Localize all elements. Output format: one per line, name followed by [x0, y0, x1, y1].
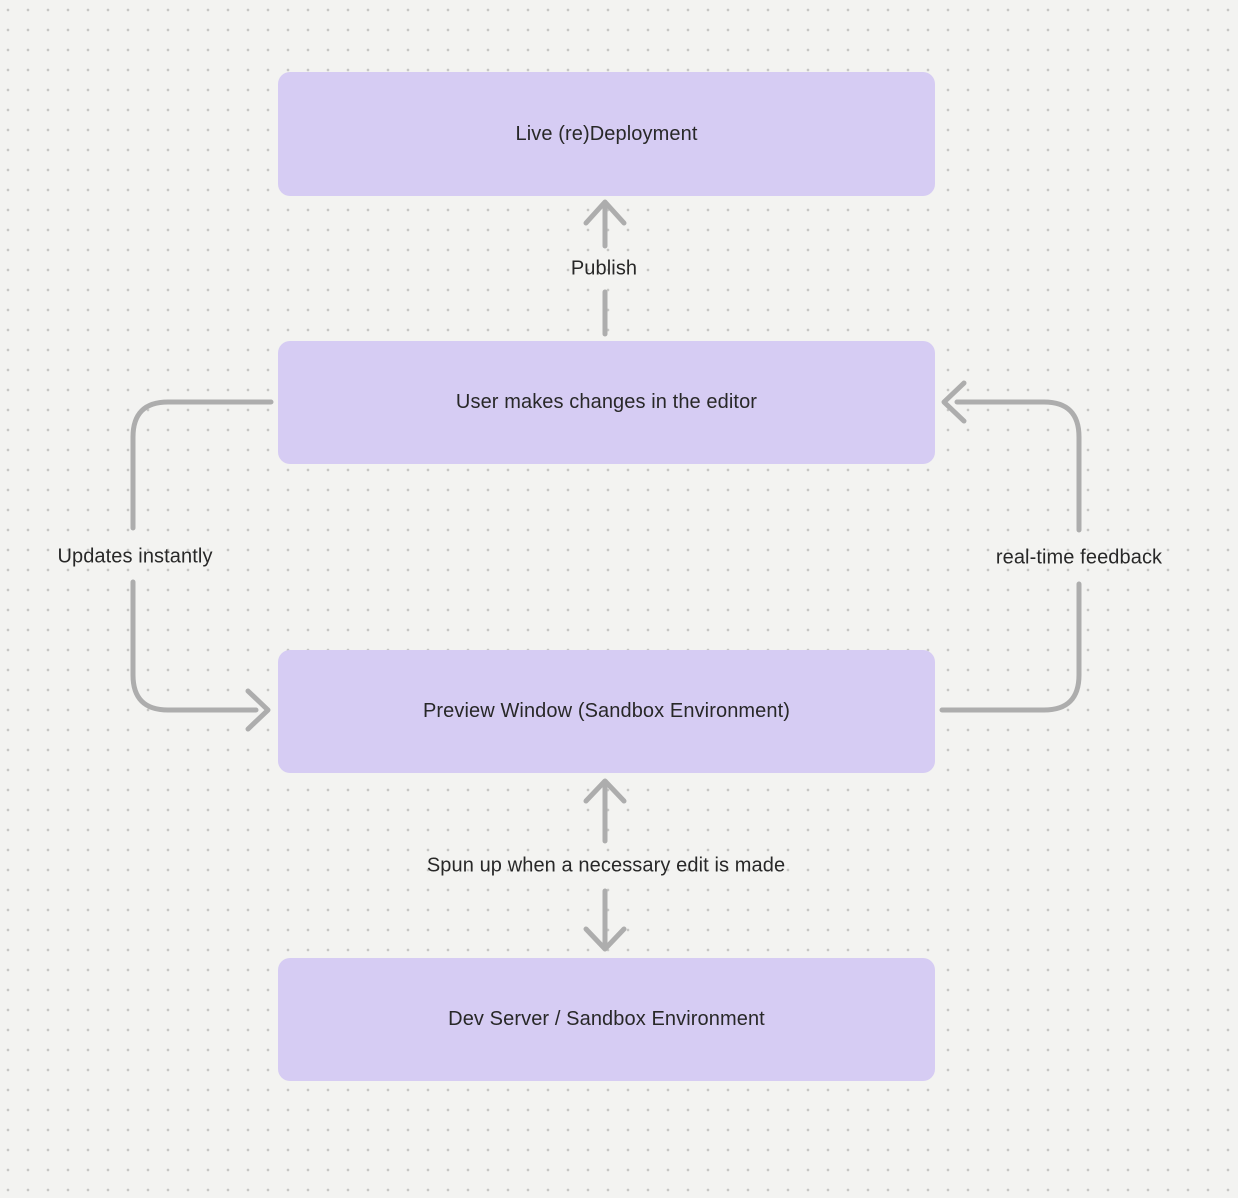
edge-spun-up-arrows [583, 778, 627, 952]
edge-updates-instantly-arrow [130, 399, 274, 732]
arrow-up-icon [583, 778, 627, 804]
edge-publish-arrow [583, 199, 627, 337]
node-label: Dev Server / Sandbox Environment [448, 1008, 765, 1030]
edge-label-updates-instantly: Updates instantly [57, 545, 213, 568]
node-label: Preview Window (Sandbox Environment) [422, 700, 791, 722]
edge-realtime-feedback-arrow [939, 380, 1082, 713]
node-user-makes-changes[interactable]: User makes changes in the editor [278, 341, 935, 464]
node-preview-window[interactable]: Preview Window (Sandbox Environment) [278, 650, 935, 773]
node-label: User makes changes in the editor [455, 391, 758, 413]
edge-label-spun-up: Spun up when a necessary edit is made [426, 854, 786, 877]
arrow-right-icon [245, 688, 271, 732]
edge-label-publish: Publish [570, 257, 638, 280]
arrow-down-icon [583, 926, 627, 952]
node-dev-server[interactable]: Dev Server / Sandbox Environment [278, 958, 935, 1081]
node-label: Live (re)Deployment [515, 122, 698, 145]
node-live-deployment[interactable]: Live (re)Deployment [278, 72, 935, 196]
arrow-up-icon [583, 199, 627, 226]
arrow-left-icon [941, 380, 967, 424]
edge-label-realtime-feedback: real-time feedback [995, 546, 1163, 569]
